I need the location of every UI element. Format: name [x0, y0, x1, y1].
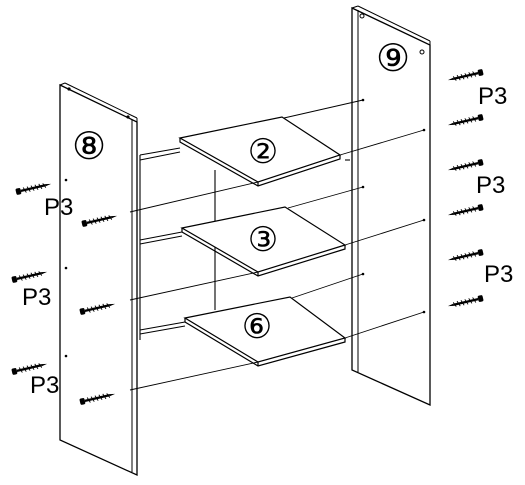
shelf-bottom-number: ⑥ [242, 307, 272, 347]
screw-label: P3 [484, 261, 513, 288]
screw-label: P3 [30, 372, 59, 399]
back-frame [139, 147, 350, 340]
shelf-top-number: ② [248, 132, 278, 172]
screw-icon [14, 179, 53, 197]
shelf-middle-number: ③ [248, 220, 278, 260]
screw-icon [446, 112, 485, 130]
screw-icon [446, 293, 485, 311]
screw-label: P3 [22, 284, 51, 311]
screw-icon [10, 267, 49, 285]
screw-icon [446, 67, 485, 85]
screw-label: P3 [476, 172, 505, 199]
right-panel-number: ⑨ [376, 36, 410, 80]
guide-lines [129, 99, 425, 391]
left-side-panel [59, 82, 138, 477]
screw-icon [446, 247, 485, 265]
screw-icon [446, 202, 485, 220]
screw-label: P3 [44, 194, 73, 221]
screw-label: P3 [478, 83, 507, 110]
right-side-panel [351, 5, 431, 407]
left-panel-number: ⑧ [72, 124, 106, 168]
